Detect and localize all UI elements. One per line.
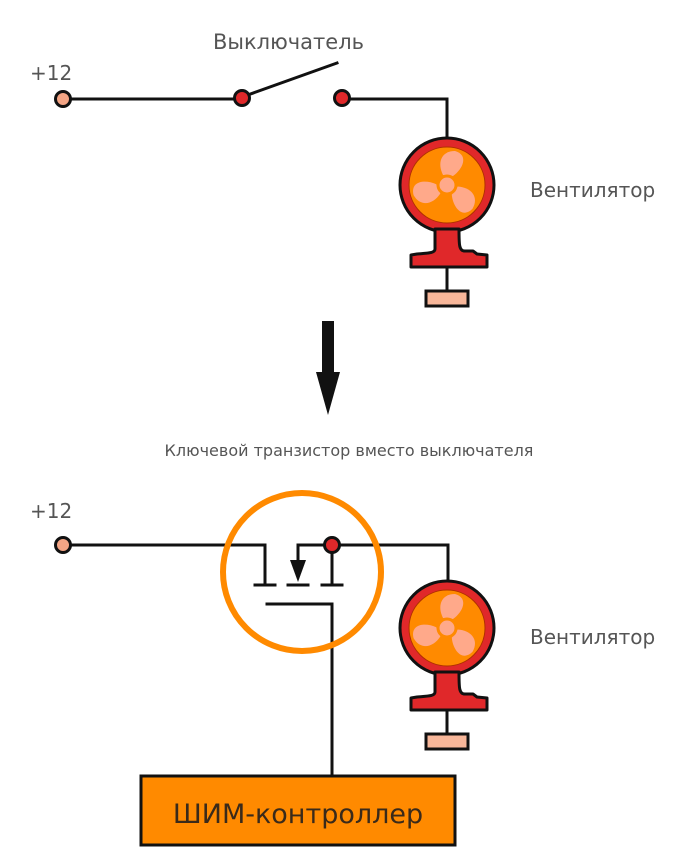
switch-contact-left xyxy=(233,89,251,107)
top-supply-label: +12 xyxy=(30,61,72,85)
bottom-fan-icon xyxy=(398,579,496,751)
top-fan-wire xyxy=(340,97,449,140)
top-fan-icon xyxy=(398,136,496,308)
mosfet-symbol xyxy=(253,536,450,777)
transistor-highlight-ring xyxy=(220,490,384,654)
switch-contact-right xyxy=(333,89,351,107)
bottom-supply-label: +12 xyxy=(30,499,72,523)
switch-label: Выключатель xyxy=(213,30,364,54)
pwm-controller-box: ШИМ-контроллер xyxy=(139,774,457,847)
source-node xyxy=(323,536,341,554)
pwm-controller-label: ШИМ-контроллер xyxy=(173,799,423,830)
top-fan-label: Вентилятор xyxy=(530,178,655,202)
bottom-circuit: +12 Вентилятор ШИМ-контроллер xyxy=(30,490,655,847)
bottom-supply-terminal xyxy=(54,536,72,554)
down-arrow-icon xyxy=(316,321,340,415)
switch-lever xyxy=(240,61,339,99)
transition-caption: Ключевой транзистор вместо выключателя xyxy=(165,441,534,460)
bottom-fan-label: Вентилятор xyxy=(530,625,655,649)
top-circuit: +12 Выключатель Вентилятор xyxy=(30,30,655,308)
bottom-supply-wire xyxy=(61,543,267,587)
top-supply-terminal xyxy=(54,90,72,108)
